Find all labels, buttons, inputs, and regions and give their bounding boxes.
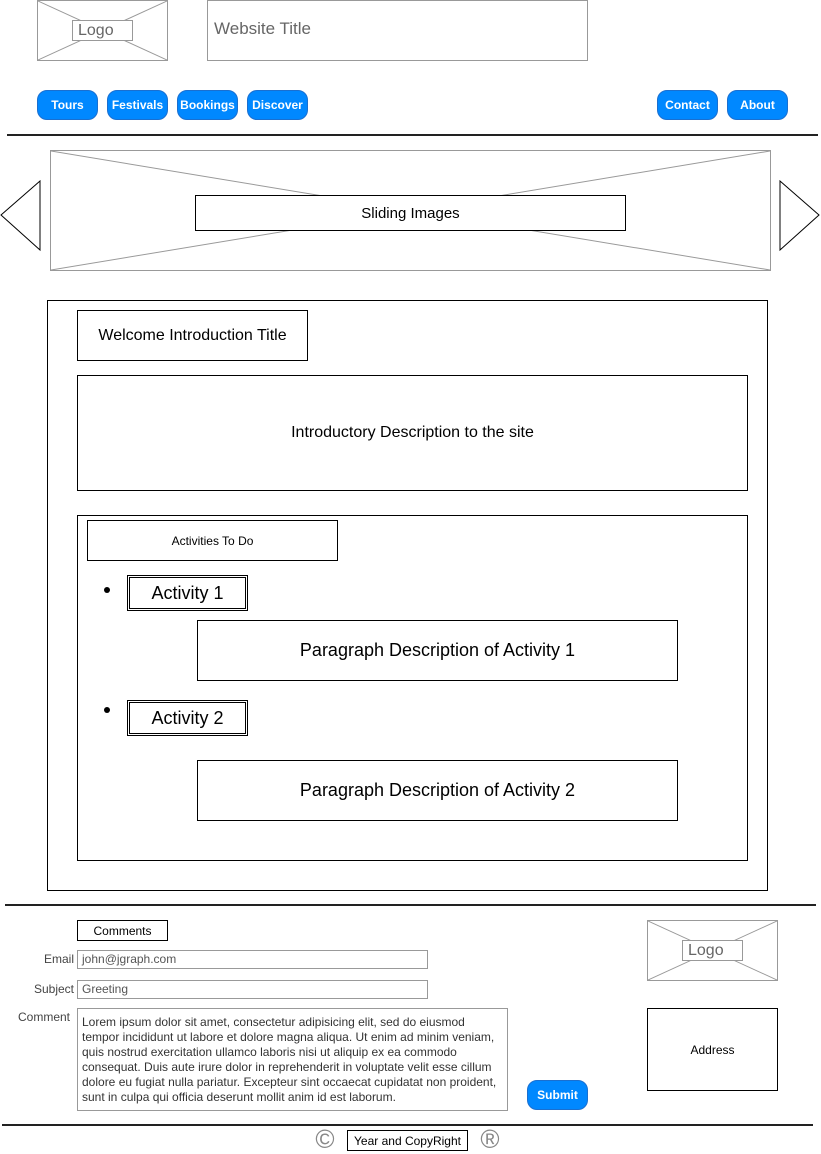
nav-discover-button[interactable]: Discover [247,90,308,120]
email-field[interactable]: john@jgraph.com [77,950,428,969]
activity-1-title: Activity 1 [127,575,248,611]
site-title-box: Website Title [207,0,588,61]
slider-next-arrow-icon[interactable] [779,180,821,252]
nav-about-button[interactable]: About [727,90,788,120]
footer-divider [5,904,816,906]
nav-bookings-button[interactable]: Bookings [177,90,238,120]
nav-tours-button[interactable]: Tours [37,90,98,120]
header-logo-placeholder: Logo [37,0,168,61]
comment-label: Comment [17,1010,70,1024]
footer-logo-placeholder: Logo [647,920,778,981]
activity-1-bullet [104,587,110,593]
activity-1-description: Paragraph Description of Activity 1 [197,620,678,681]
slider-prev-arrow-icon[interactable] [0,180,42,252]
header-logo-label: Logo [72,20,133,41]
welcome-title: Welcome Introduction Title [77,310,308,361]
copyright-text: Year and CopyRight [347,1130,468,1151]
site-title: Website Title [214,19,312,38]
header-divider [7,134,818,136]
activity-2-bullet [104,707,110,713]
comment-textarea[interactable]: Lorem ipsum dolor sit amet, consectetur … [77,1008,508,1111]
footer-logo-label: Logo [682,940,743,961]
activities-section [77,515,748,861]
email-label: Email [43,952,74,966]
nav-festivals-button[interactable]: Festivals [107,90,168,120]
activities-heading: Activities To Do [87,520,338,561]
comments-heading: Comments [77,920,168,941]
main-content-container [47,300,768,891]
activity-2-title: Activity 2 [127,700,248,736]
submit-button[interactable]: Submit [527,1080,588,1110]
copyright-icon: © [315,1124,335,1154]
intro-description: Introductory Description to the site [77,375,748,491]
activity-2-description: Paragraph Description of Activity 2 [197,760,678,821]
registered-icon: ® [480,1124,500,1154]
bottom-divider [2,1124,813,1126]
nav-contact-button[interactable]: Contact [657,90,718,120]
slider-label: Sliding Images [195,195,626,231]
address-box: Address [647,1008,778,1091]
subject-field[interactable]: Greeting [77,980,428,999]
subject-label: Subject [33,982,74,996]
